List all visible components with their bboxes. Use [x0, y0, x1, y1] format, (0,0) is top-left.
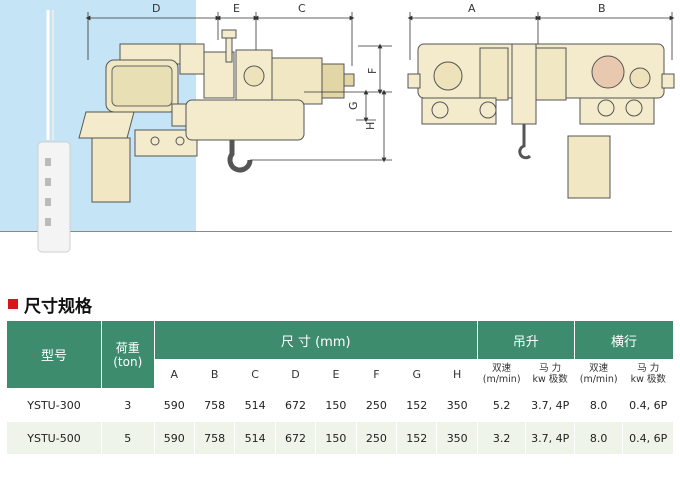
cell-hoist-speed: 5.2	[476, 388, 527, 422]
cell-c: 514	[234, 421, 276, 455]
dim-label-f: F	[366, 68, 379, 74]
header-dim-g: G	[396, 359, 438, 389]
cell-traverse-speed: 8.0	[573, 421, 624, 455]
hoist-technical-drawing: D E C A B F G H	[37, 2, 675, 253]
table-row: YSTU-300 3 590 758 514 672 150 250 152 3…	[6, 388, 674, 422]
section-title: 尺寸规格	[8, 292, 92, 317]
header-dim-b: B	[193, 359, 236, 389]
cell-f: 250	[355, 421, 398, 455]
dim-label-c: C	[298, 2, 306, 15]
header-load: 荷重(ton)	[100, 320, 155, 389]
divider-line	[0, 231, 672, 232]
cell-load: 3	[100, 388, 155, 422]
cell-e: 150	[315, 421, 357, 455]
hoist-side-view	[78, 29, 355, 203]
header-dimensions: 尺 寸 (mm)	[153, 320, 478, 360]
header-traverse: 横行	[573, 320, 675, 360]
cell-traverse-speed: 8.0	[573, 388, 624, 422]
header-dim-c: C	[234, 359, 276, 389]
header-dim-e: E	[315, 359, 357, 389]
header-dim-h: H	[436, 359, 478, 389]
cell-load: 5	[100, 421, 155, 455]
cell-e: 150	[315, 388, 357, 422]
cell-d: 672	[274, 388, 317, 422]
header-hoist-speed: 双速(m/min)	[476, 359, 527, 389]
dim-label-b: B	[598, 2, 606, 15]
pendant-control	[37, 10, 71, 253]
cell-d: 672	[274, 421, 317, 455]
spec-table: 型号 荷重(ton) 尺 寸 (mm) 吊升 横行 A B C D E F G …	[6, 320, 675, 455]
dimension-lines	[85, 12, 675, 163]
cell-h: 350	[436, 388, 478, 422]
cell-c: 514	[234, 388, 276, 422]
header-dim-f: F	[355, 359, 398, 389]
header-dim-d: D	[274, 359, 317, 389]
dim-label-a: A	[468, 2, 476, 15]
cell-model: YSTU-300	[6, 388, 102, 422]
section-title-text: 尺寸规格	[24, 296, 92, 317]
header-traverse-speed: 双速(m/min)	[573, 359, 624, 389]
cell-a: 590	[153, 421, 195, 455]
cell-hoist-power: 3.7, 4P	[525, 421, 575, 455]
table-row: YSTU-500 5 590 758 514 672 150 250 152 3…	[6, 421, 674, 455]
dim-label-g: G	[347, 101, 360, 110]
cell-hoist-power: 3.7, 4P	[525, 388, 575, 422]
header-model: 型号	[6, 320, 102, 389]
dim-label-d: D	[152, 2, 160, 15]
dim-label-h: H	[364, 122, 377, 130]
hoist-front-view	[407, 43, 675, 199]
cell-model: YSTU-500	[6, 421, 102, 455]
cell-b: 758	[193, 421, 236, 455]
table-header-row: 型号 荷重(ton) 尺 寸 (mm) 吊升 横行	[6, 320, 675, 389]
cell-b: 758	[193, 388, 236, 422]
cell-h: 350	[436, 421, 478, 455]
cell-traverse-power: 0.4, 6P	[622, 421, 674, 455]
cell-f: 250	[355, 388, 398, 422]
header-hoist: 吊升	[476, 320, 575, 360]
cell-traverse-power: 0.4, 6P	[622, 388, 674, 422]
title-marker-icon	[8, 299, 18, 309]
cell-a: 590	[153, 388, 195, 422]
cell-g: 152	[396, 388, 438, 422]
cell-hoist-speed: 3.2	[476, 421, 527, 455]
header-dim-a: A	[153, 359, 195, 389]
dim-label-e: E	[233, 2, 240, 15]
cell-g: 152	[396, 421, 438, 455]
